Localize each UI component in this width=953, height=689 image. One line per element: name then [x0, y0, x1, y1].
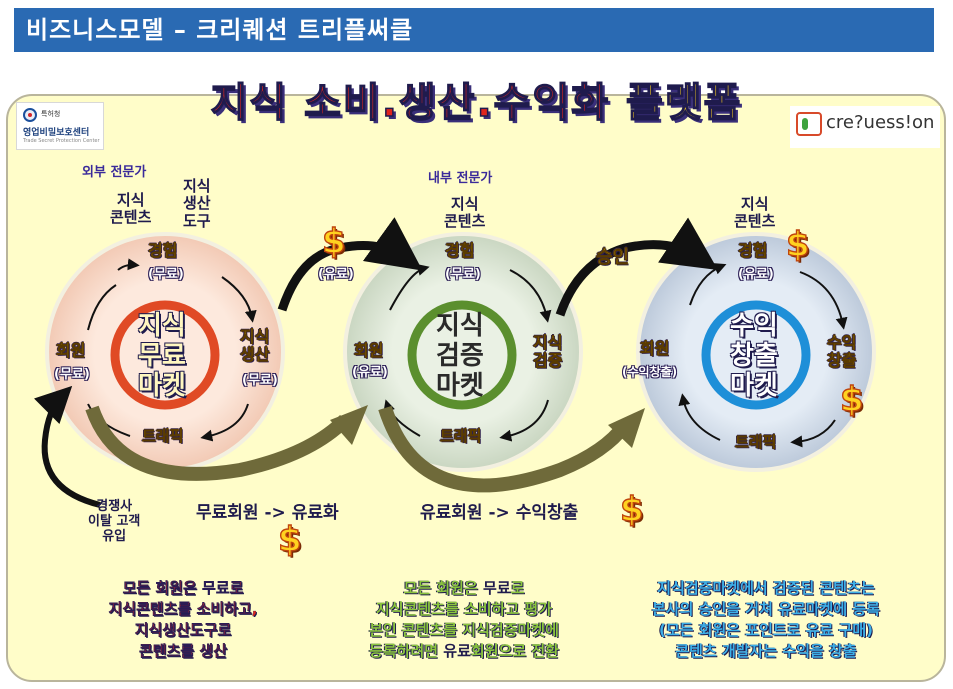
verify-top-sub: (무료) [445, 267, 481, 282]
verify-note-line-4: 등록하려면 유료회원으로 전환 [334, 641, 594, 662]
olive-arrow-1-head [330, 405, 368, 445]
churn-label: 경쟁사 이탈 고객 유입 [88, 499, 141, 544]
free-note-line-1-a: 모든 회원은 [122, 579, 203, 597]
profit-bottom-label: 트래픽 [735, 433, 777, 451]
verify-note-line-4-b: 유료 [443, 642, 471, 660]
banner-accent: 플랫폼 [625, 79, 743, 127]
olive-arrow-1 [85, 405, 350, 481]
free-right-label: 지식 생산 [240, 327, 270, 365]
free-note-line-1-b: 무료 [202, 579, 230, 597]
free-to-paid-label: 무료회원 -> 유료화 [196, 503, 339, 523]
free-right-sub: (무료) [242, 373, 278, 388]
verify-cycle-arrow-2 [509, 269, 552, 323]
verify-note-line-1-b: 무료 [483, 579, 511, 597]
verify-bottom-label: 트래픽 [440, 427, 482, 445]
verify-expert-label: 내부 전문가 [428, 171, 493, 186]
verify-note-line-4-a: 등록하려면 [369, 642, 444, 660]
profit-note-line-3: (모든 회원은 포인트로 유료 구매) [658, 621, 873, 639]
profit-left-label: 회원 [640, 339, 670, 358]
profit-top-sub: (유료) [738, 267, 774, 282]
olive-arrow-2-head [608, 408, 645, 448]
profit-left-sub: (수익창출) [622, 365, 678, 379]
profit-note-line-4: 콘텐츠 개발자는 수익을 창출 [675, 642, 857, 660]
free-top-label: 경험 [148, 241, 178, 260]
left-logo-small: 특허청 [41, 110, 61, 118]
paid-to-profit-label: 유료회원 -> 수익창출 [420, 503, 579, 523]
free-left-sub: (무료) [54, 367, 90, 382]
free-content-label: 지식 콘텐츠 [110, 191, 152, 227]
free-note-line-1-c: 로 [229, 579, 244, 597]
verify-ring [407, 300, 517, 410]
dollar-icon-3: $ [839, 379, 864, 420]
connector-arrow-1 [277, 217, 423, 312]
profit-circle-bg [636, 232, 876, 472]
verify-note-line-1-a: 모든 회원은 [403, 579, 484, 597]
profit-cycle-arrow-1 [689, 263, 727, 306]
profit-note: 지식검증마켓에서 검증된 콘텐츠는 본사의 승인을 거쳐 유료마켓에 등록 (모… [616, 578, 916, 662]
free-ring [110, 300, 220, 410]
verify-note-line-3: 본인 콘텐츠를 지식검증마켓에 [369, 621, 559, 639]
banner-main: 지식 소비.생산.수익화 [210, 79, 611, 127]
dollar-icon-1: $ [321, 221, 346, 262]
verify-note-line-1-c: 로 [510, 579, 525, 597]
free-center-label: 지식 무료 마켓 [138, 311, 186, 401]
profit-top-label: 경험 [738, 241, 768, 260]
connector-arrow-2 [555, 217, 718, 317]
verify-note-line-4-c: 회원으로 전환 [470, 642, 559, 660]
left-logo-name: 영업비밀보호센터 [23, 128, 90, 138]
dollar-icon-4: $ [619, 489, 644, 530]
verify-note-line-2: 지식콘텐츠를 소비하고 평가 [375, 600, 553, 618]
profit-cycle-arrow-3 [790, 419, 836, 448]
profit-cycle-arrow-2 [799, 271, 848, 330]
profit-ring [701, 300, 811, 410]
free-cycle-arrow-2 [221, 276, 257, 323]
free-note-line-4: 콘텐츠를 생산 [138, 642, 228, 660]
verify-circle-bg [343, 232, 583, 472]
free-left-label: 회원 [56, 341, 86, 360]
creqession-mark-icon [796, 112, 822, 136]
free-note-line-3: 지식생산도구로 [134, 621, 232, 639]
profit-right-label: 수익 창출 [827, 333, 857, 371]
verify-left-label: 회원 [354, 341, 384, 360]
approval-label: 승인 [596, 247, 630, 268]
free-cycle-arrow-5 [87, 284, 117, 331]
free-note-line-2: 지식콘텐츠를 소비하고, [108, 600, 258, 618]
verify-cycle-arrow-4 [383, 399, 421, 437]
left-logo: 특허청 영업비밀보호센터 Trade Secret Protection Cen… [16, 102, 104, 150]
left-logo-sub: Trade Secret Protection Center [23, 138, 100, 144]
profit-cycle-arrow-4 [678, 393, 721, 441]
free-cycle-arrow-1 [117, 258, 140, 271]
profit-content-label: 지식 콘텐츠 [734, 195, 776, 231]
free-note-line-1: 모든 회원은 무료로 [68, 578, 298, 599]
olive-arrow-2 [378, 405, 631, 493]
government-seal-icon [23, 108, 37, 122]
free-top-sub: (무료) [148, 267, 184, 282]
free-cycle-arrow-3 [200, 403, 249, 442]
paid-tag-label: (유료) [318, 267, 354, 282]
profit-center-label: 수익 창출 마켓 [730, 311, 778, 401]
right-logo: cre?uess!on [790, 106, 940, 148]
profit-note-line-1: 지식검증마켓에서 검증된 콘텐츠는 [657, 579, 875, 597]
free-note: 모든 회원은 무료로 지식콘텐츠를 소비하고, 지식생산도구로 콘텐츠를 생산 [68, 578, 298, 662]
verify-center-label: 지식 검증 마켓 [436, 311, 484, 401]
verify-content-label: 지식 콘텐츠 [444, 195, 486, 231]
profit-note-line-2: 본사의 승인을 거쳐 유료마켓에 등록 [652, 600, 880, 618]
right-logo-name: cre?uess!on [826, 112, 935, 133]
free-tool-label: 지식 생산 도구 [183, 177, 211, 230]
verify-note: 모든 회원은 무료로 지식콘텐츠를 소비하고 평가 본인 콘텐츠를 지식검증마켓… [334, 578, 594, 662]
free-bottom-label: 트래픽 [142, 427, 184, 445]
free-expert-label: 외부 전문가 [82, 165, 147, 180]
banner-title: 지식 소비.생산.수익화 플랫폼 [0, 70, 953, 128]
verify-cycle-arrow-3 [499, 399, 549, 442]
verify-left-sub: (유료) [352, 365, 388, 380]
verify-top-label: 경험 [445, 241, 475, 260]
dollar-icon-2: $ [785, 224, 810, 265]
dollar-icon-5: $ [277, 519, 302, 560]
verify-right-label: 지식 검증 [533, 333, 563, 371]
header-title: 비즈니스모델 – 크리퀘션 트리플써클 [14, 8, 934, 52]
verify-note-line-1: 모든 회원은 무료로 [334, 578, 594, 599]
churn-arrow [33, 385, 101, 508]
